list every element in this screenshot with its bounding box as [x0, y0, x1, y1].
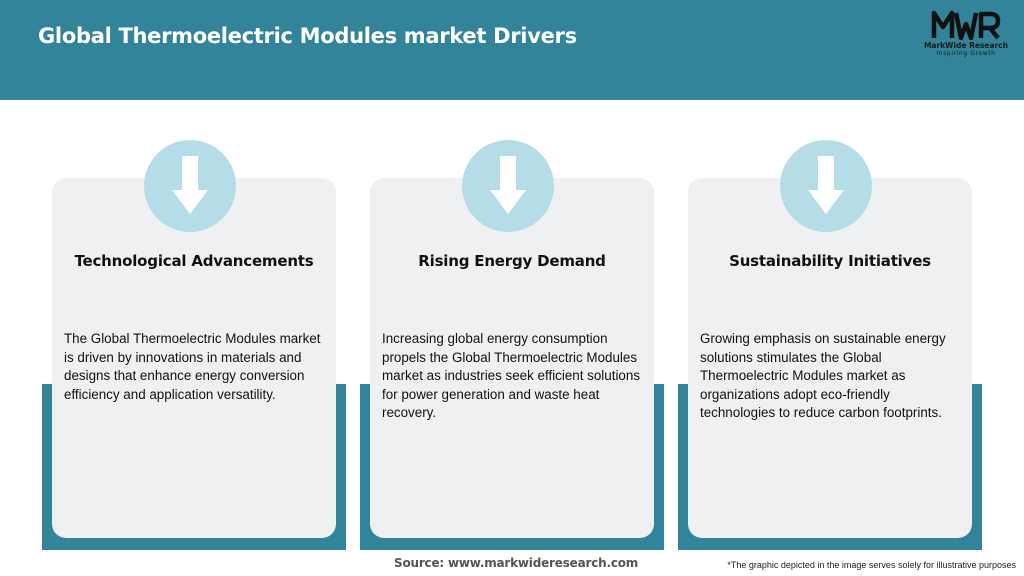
header-banner: Global Thermoelectric Modules market Dri… — [0, 0, 1024, 100]
arrow-down-icon — [780, 140, 872, 232]
card-title: Sustainability Initiatives — [729, 252, 931, 270]
page-title: Global Thermoelectric Modules market Dri… — [38, 24, 577, 48]
card-description: The Global Thermoelectric Modules market… — [64, 331, 321, 402]
logo: MarkWide Research Inspiring Growth — [918, 10, 1014, 60]
arrow-down-icon — [462, 140, 554, 232]
card-title: Rising Energy Demand — [418, 252, 606, 270]
driver-card-3: Sustainability Initiatives Growing empha… — [678, 140, 982, 550]
card-description: Growing emphasis on sustainable energy s… — [700, 331, 946, 421]
card-panel — [688, 178, 972, 538]
driver-card-1: Technological Advancements The Global Th… — [42, 140, 346, 550]
disclaimer-note: *The graphic depicted in the image serve… — [727, 560, 1016, 570]
card-title: Technological Advancements — [74, 252, 314, 270]
mwr-logo-mark-icon — [931, 10, 1001, 40]
arrow-down-icon — [144, 140, 236, 232]
logo-tagline: Inspiring Growth — [936, 50, 996, 57]
card-panel — [370, 178, 654, 538]
driver-card-2: Rising Energy Demand Increasing global e… — [360, 140, 664, 550]
source-credit: Source: www.markwideresearch.com — [394, 556, 639, 570]
card-panel — [52, 178, 336, 538]
logo-name: MarkWide Research — [923, 41, 1009, 50]
card-description: Increasing global energy consumption pro… — [382, 331, 641, 421]
